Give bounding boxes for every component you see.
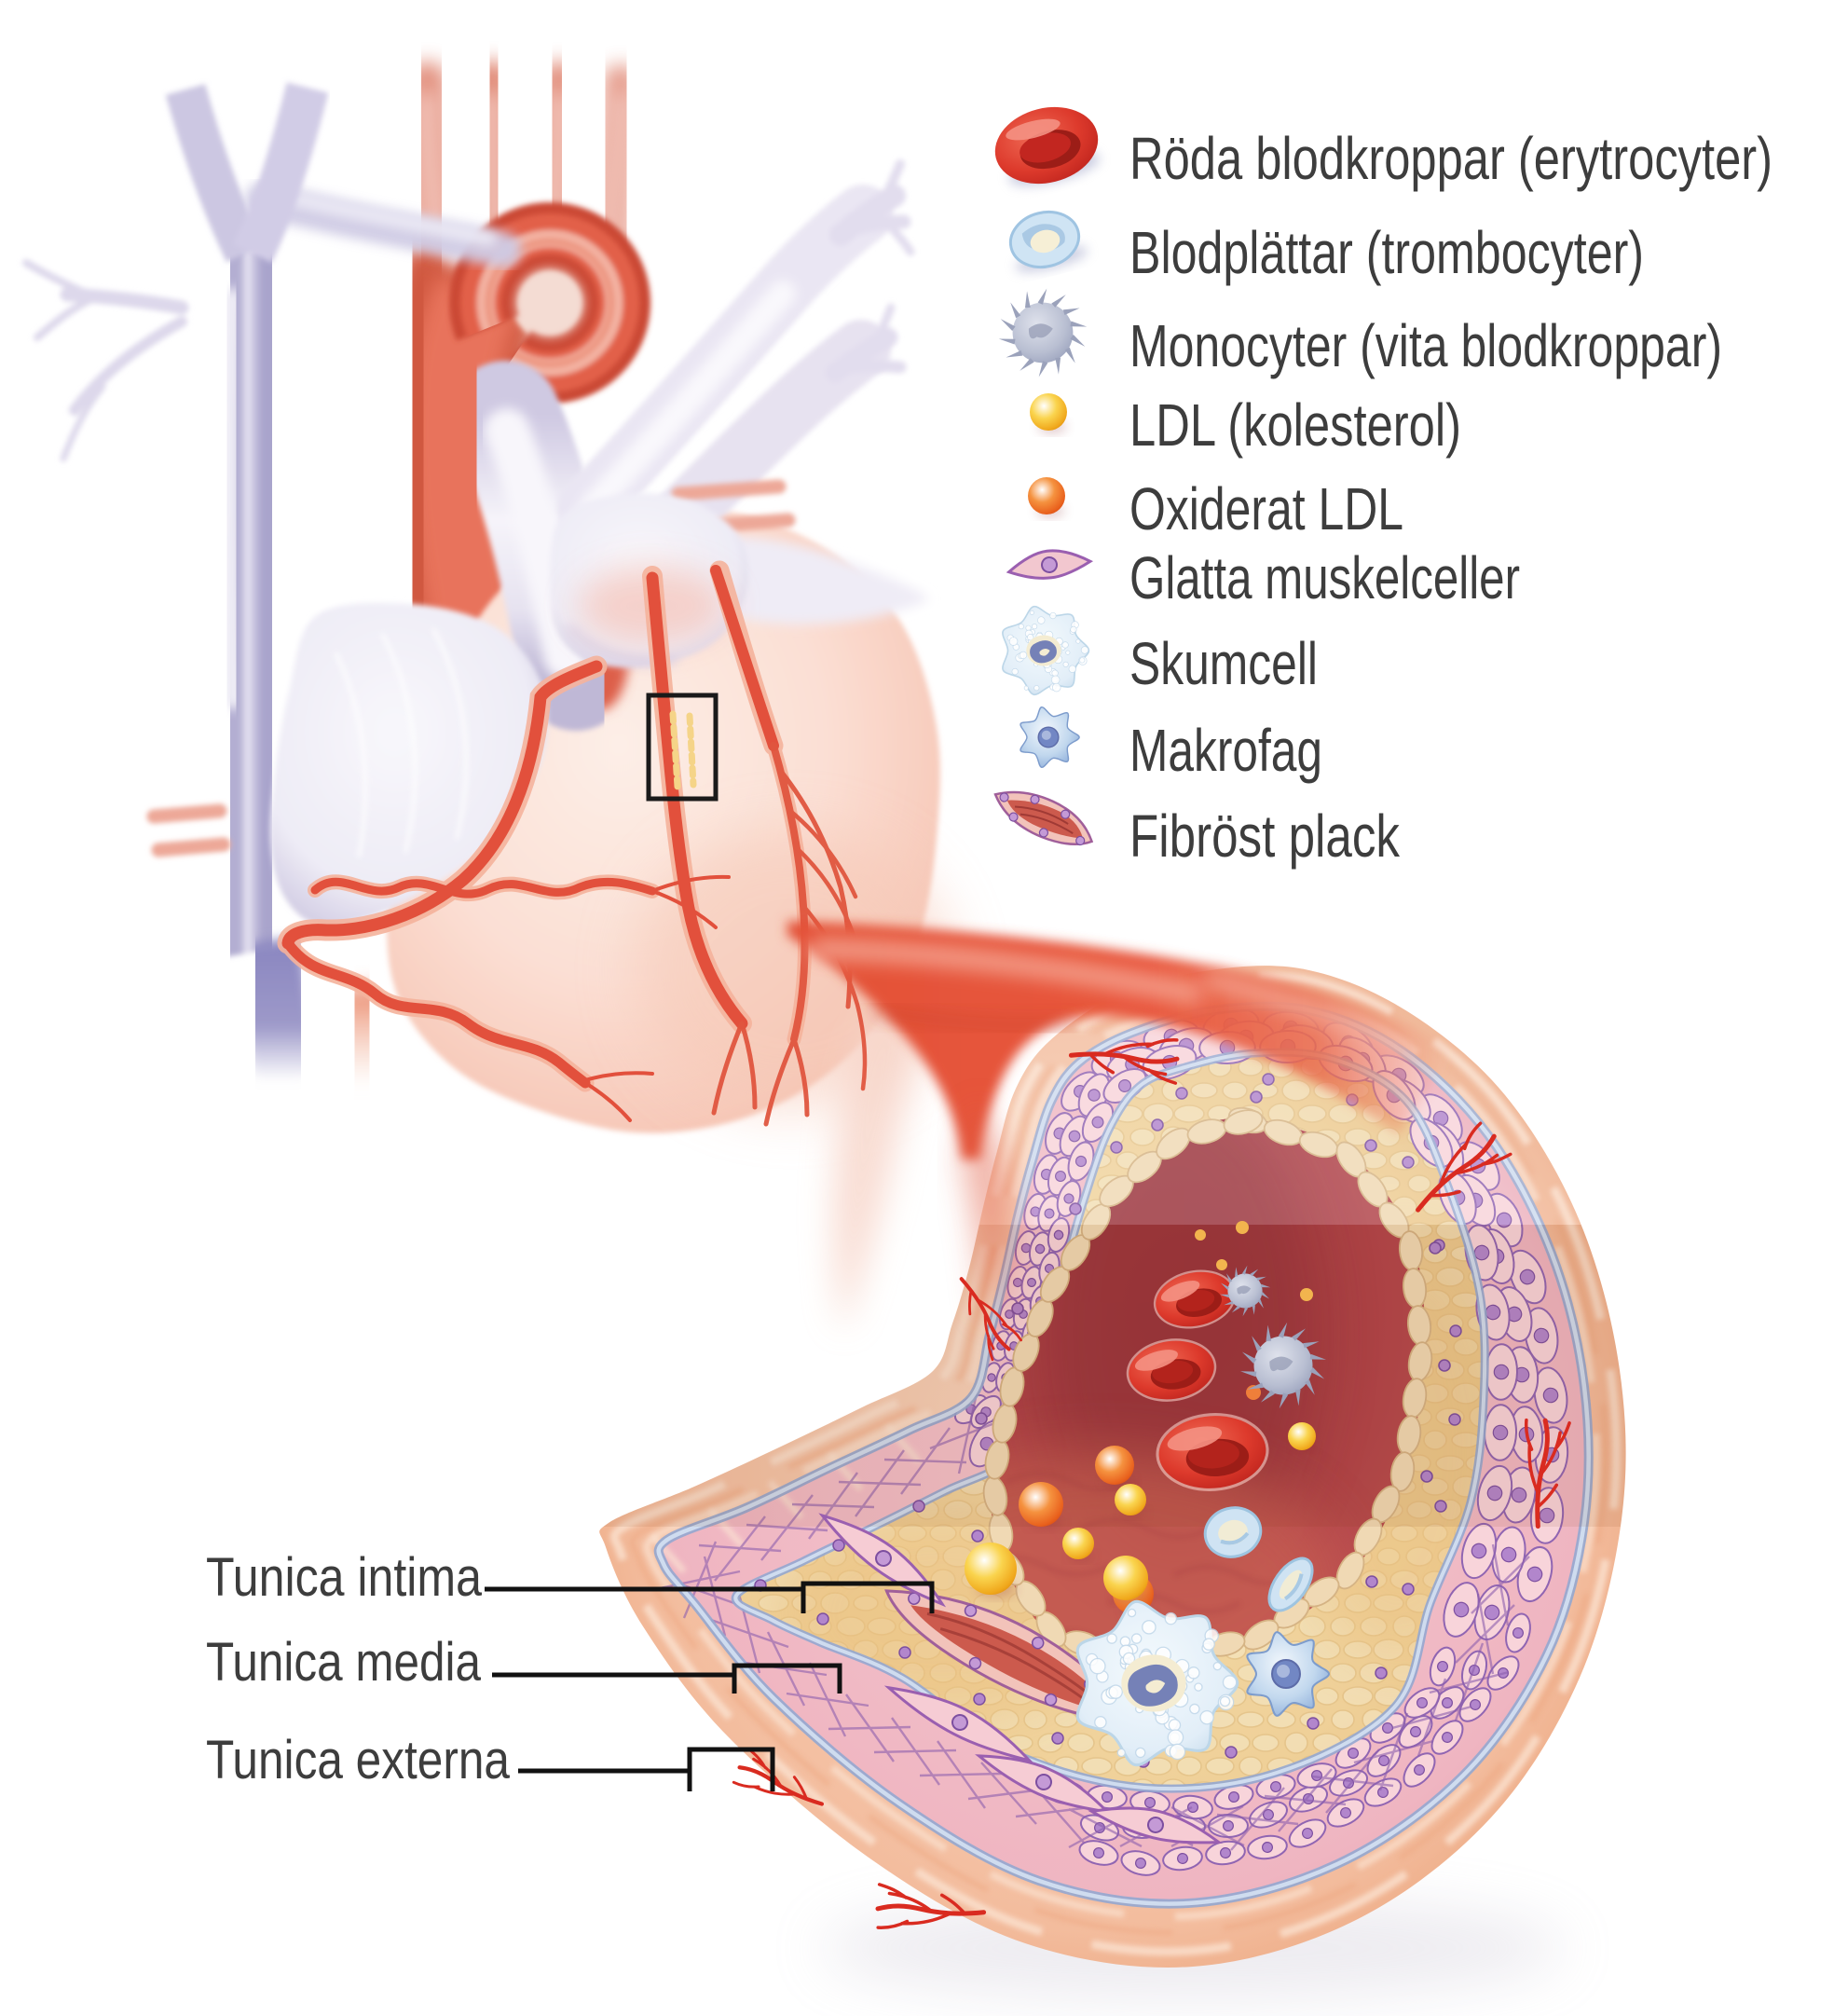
svg-text:Makrofag: Makrofag [1129, 717, 1322, 784]
svg-text:Skumcell: Skumcell [1129, 630, 1318, 697]
svg-text:Fibröst plack: Fibröst plack [1129, 802, 1401, 870]
svg-text:Monocyter (vita blodkroppar): Monocyter (vita blodkroppar) [1129, 312, 1722, 379]
svg-text:Tunica externa: Tunica externa [206, 1730, 511, 1790]
svg-text:Blodplättar (trombocyter): Blodplättar (trombocyter) [1129, 219, 1644, 286]
svg-text:Glatta muskelceller: Glatta muskelceller [1129, 544, 1520, 611]
svg-text:Oxiderat LDL: Oxiderat LDL [1129, 475, 1403, 542]
svg-text:Tunica intima: Tunica intima [206, 1547, 483, 1608]
svg-text:LDL (kolesterol): LDL (kolesterol) [1129, 391, 1461, 459]
svg-text:Tunica media: Tunica media [206, 1632, 482, 1693]
svg-text:Röda blodkroppar (erytrocyter): Röda blodkroppar (erytrocyter) [1129, 125, 1772, 192]
